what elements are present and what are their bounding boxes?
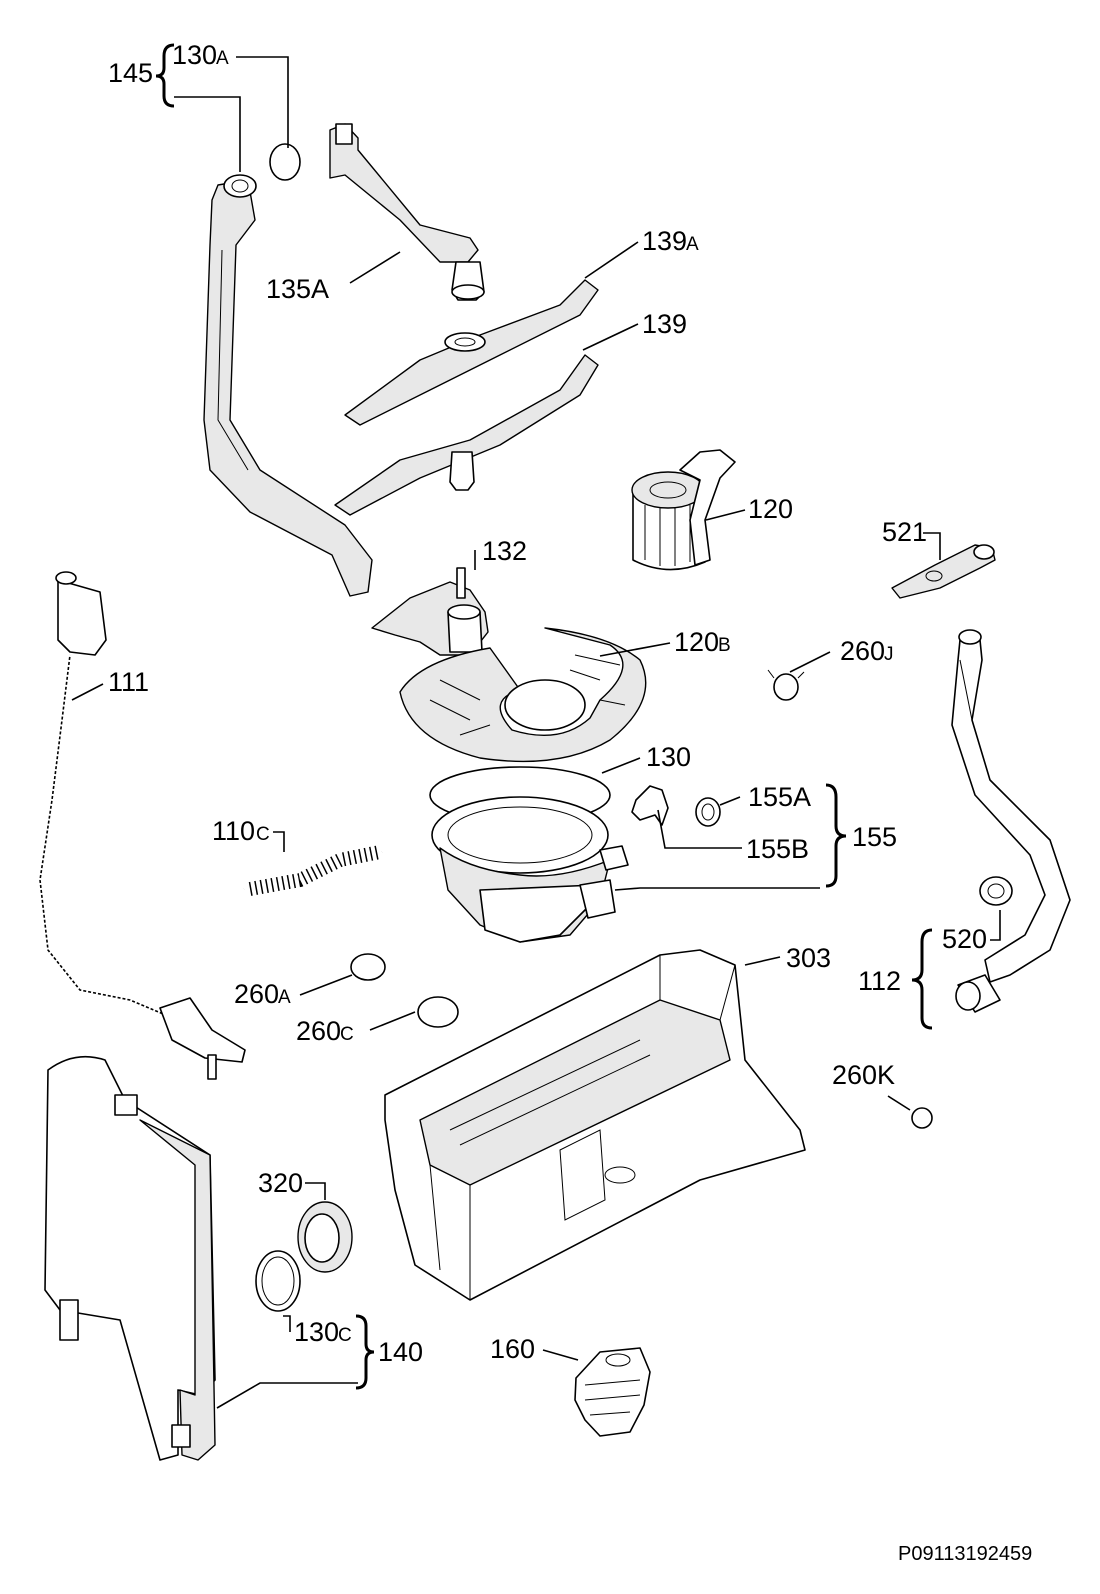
label-120b-suffix: B [718, 635, 731, 656]
label-139a-suffix: A [686, 234, 699, 255]
leader-lines [71, 56, 1001, 1409]
label-130a-suffix: A [216, 48, 229, 69]
part-111-inlet-hose[interactable] [37, 571, 246, 1080]
part-260c-hose-clamp[interactable] [417, 996, 459, 1028]
labels: 145 130 A 135A 139 A 139 120 521 132 111… [108, 40, 1032, 1565]
brace-140 [355, 1314, 375, 1390]
part-155a-valve[interactable] [695, 797, 721, 827]
part-140-water-tank[interactable] [44, 1055, 216, 1461]
part-260k-hose-clamp[interactable] [911, 1107, 933, 1129]
part-260j-hose-clamp[interactable] [767, 669, 805, 701]
label-155a: 155A [748, 782, 811, 812]
part-120b-microfilter[interactable] [399, 627, 647, 763]
label-260j: 260 [840, 636, 885, 666]
label-160: 160 [490, 1334, 535, 1364]
part-135a-supply-arm[interactable] [329, 123, 485, 301]
part-120-filter[interactable] [631, 449, 736, 571]
part-132-sensor[interactable] [371, 567, 489, 656]
part-521-tool[interactable] [891, 544, 996, 599]
part-155-sump[interactable] [431, 796, 629, 943]
part-260a-hose-clamp[interactable] [350, 953, 386, 981]
label-110c: 110 [212, 816, 255, 846]
brace-155 [825, 783, 847, 888]
label-260c-suffix: C [340, 1024, 354, 1045]
part-130c-o-ring[interactable] [255, 1250, 301, 1312]
label-140: 140 [378, 1337, 423, 1367]
label-155b: 155B [746, 834, 809, 864]
label-139a: 139 [642, 226, 687, 256]
part-320-seal[interactable] [297, 1201, 353, 1273]
label-260k: 260K [832, 1060, 895, 1090]
label-520: 520 [942, 924, 987, 954]
label-320: 320 [258, 1168, 303, 1198]
part-139a-upper-spray-arm[interactable] [344, 279, 599, 426]
label-120: 120 [748, 494, 793, 524]
label-112: 112 [858, 966, 901, 996]
label-110c-suffix: C [256, 824, 270, 845]
label-521: 521 [882, 517, 927, 547]
part-155b-cover[interactable] [631, 785, 669, 826]
label-132: 132 [482, 536, 527, 566]
part-130a-o-ring[interactable] [269, 143, 301, 181]
label-155: 155 [852, 822, 897, 852]
brace-145 [155, 43, 175, 108]
brace-112 [911, 928, 933, 1030]
label-135a: 135A [266, 274, 329, 304]
label-139: 139 [642, 309, 687, 339]
part-145-circulation-pipe[interactable] [203, 174, 373, 597]
label-260a-suffix: A [278, 987, 291, 1008]
label-130: 130 [646, 742, 691, 772]
part-110c-hose[interactable] [242, 845, 384, 896]
label-111: 111 [108, 667, 149, 697]
label-130c-suffix: C [338, 1325, 352, 1346]
part-160-drain-pump[interactable] [574, 1347, 651, 1437]
braces [155, 43, 933, 1390]
label-260j-suffix: J [884, 644, 894, 665]
label-120b: 120 [674, 627, 719, 657]
label-130a: 130 [172, 40, 217, 70]
label-145: 145 [108, 58, 153, 88]
label-260a: 260 [234, 979, 279, 1009]
drawing-reference: P09113192459 [898, 1543, 1032, 1565]
part-139-lower-spray-arm[interactable] [334, 354, 599, 516]
label-303: 303 [786, 943, 831, 973]
part-303-base[interactable] [384, 949, 806, 1301]
part-520-connector[interactable] [979, 876, 1013, 906]
label-260c: 260 [296, 1016, 341, 1046]
part-112-drain-hose[interactable] [951, 629, 1071, 1013]
label-130c: 130 [294, 1317, 339, 1347]
